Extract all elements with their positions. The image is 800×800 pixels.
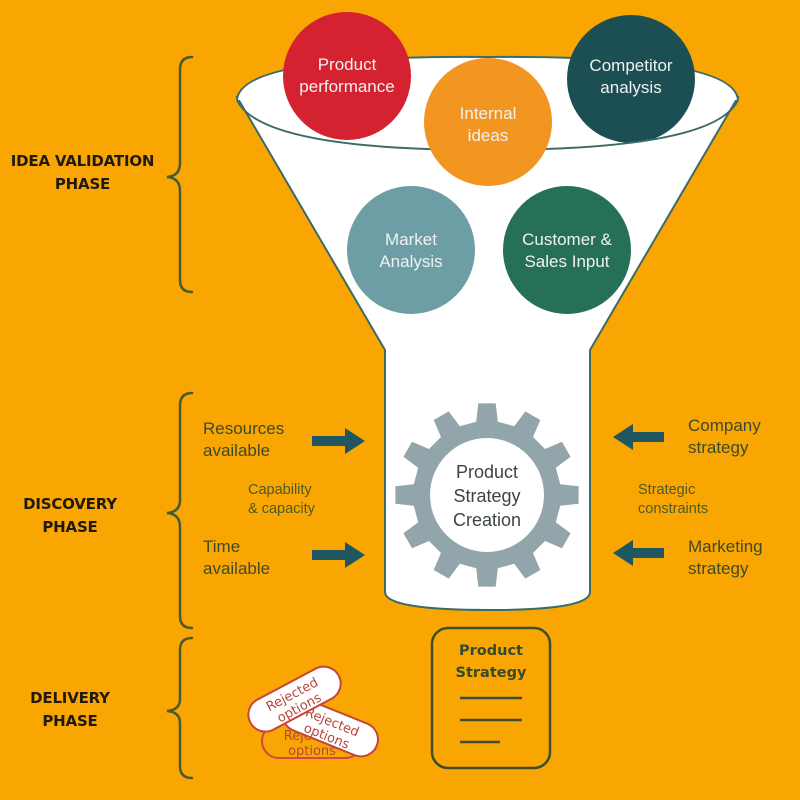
factor-line: Marketing	[688, 537, 763, 556]
bubble-label-line: performance	[299, 77, 395, 96]
product-strategy-document	[430, 626, 552, 770]
constraint-line: Capability	[248, 482, 312, 498]
document-title-line: Product	[459, 643, 523, 659]
bubble-label-line: Market	[385, 230, 437, 249]
arrow-right-icon	[312, 542, 365, 568]
constraint-line: Strategic	[638, 482, 696, 498]
gear-center	[430, 438, 544, 552]
factor-line: Company	[688, 416, 761, 435]
factor-time-available: Time available	[203, 536, 270, 580]
process-label-line: Product	[455, 462, 519, 482]
bubble-market-analysis	[347, 186, 475, 314]
factor-line: strategy	[688, 559, 749, 578]
bubble-internal-ideas	[424, 58, 552, 186]
factor-line: Time	[203, 537, 241, 556]
document-title-line: Strategy	[455, 665, 527, 681]
phase-label-line: DISCOVERY	[23, 495, 117, 513]
phase-label-discovery: DISCOVERY PHASE	[0, 493, 140, 539]
process-label-line: Strategy	[453, 486, 521, 506]
phase-label-line: IDEA VALIDATION	[10, 152, 155, 170]
factor-marketing-strategy: Marketing strategy	[688, 536, 763, 580]
bubble-label-line: Product	[317, 55, 377, 74]
arrow-left-icon	[613, 540, 664, 566]
arrow-right-icon	[312, 428, 365, 454]
bubble-label-line: Analysis	[379, 252, 443, 271]
discovery-bracket	[166, 391, 194, 630]
bubble-label-line: Customer &	[522, 230, 612, 249]
bubble-label-market-analysis: Market Analysis	[351, 229, 471, 273]
delivery-bracket	[166, 636, 194, 780]
factor-line: strategy	[688, 438, 749, 457]
factor-company-strategy: Company strategy	[688, 415, 761, 459]
process-label-product-strategy-creation: Product Strategy Creation	[427, 460, 547, 532]
bubble-label-line: ideas	[467, 126, 509, 145]
bubble-label-customer-sales-input: Customer & Sales Input	[502, 229, 632, 273]
svg-text:options: options	[288, 744, 336, 759]
phase-label-line: PHASE	[42, 518, 98, 536]
document-title: Product Strategy	[432, 640, 550, 684]
factor-resources-available: Resources available	[203, 418, 284, 462]
constraint-line: constraints	[638, 501, 709, 517]
bubble-label-internal-ideas: Internal ideas	[428, 103, 548, 147]
phase-label-idea-validation: IDEA VALIDATION PHASE	[0, 150, 165, 196]
factor-line: available	[203, 559, 271, 578]
constraint-capability-capacity: Capability & capacity	[248, 481, 315, 519]
arrow-left-icon	[613, 424, 664, 450]
bubble-label-line: Competitor	[589, 56, 673, 75]
process-label-line: Creation	[452, 510, 522, 530]
bubble-product-performance	[283, 12, 411, 140]
phase-label-line: PHASE	[42, 712, 98, 730]
factor-line: Resources	[203, 419, 285, 438]
rejected-options-stack: Rejected options Rejected options Reject…	[247, 665, 379, 759]
bubble-label-product-performance: Product performance	[287, 54, 407, 98]
bubble-label-line: analysis	[600, 78, 662, 97]
bubble-label-line: Sales Input	[524, 252, 610, 271]
constraint-line: & capacity	[248, 501, 315, 517]
bubble-label-line: Internal	[459, 104, 517, 123]
phase-label-line: PHASE	[54, 175, 111, 193]
bubble-competitor-analysis	[567, 15, 695, 143]
factor-line: available	[203, 441, 271, 460]
bubble-label-competitor-analysis: Competitor analysis	[571, 55, 691, 99]
phase-label-line: DELIVERY	[30, 689, 110, 707]
constraint-strategic-constraints: Strategic constraints	[638, 481, 708, 519]
bubble-customer-sales-input	[503, 186, 631, 314]
idea-validation-bracket	[166, 55, 194, 294]
phase-label-delivery: DELIVERY PHASE	[0, 687, 140, 733]
